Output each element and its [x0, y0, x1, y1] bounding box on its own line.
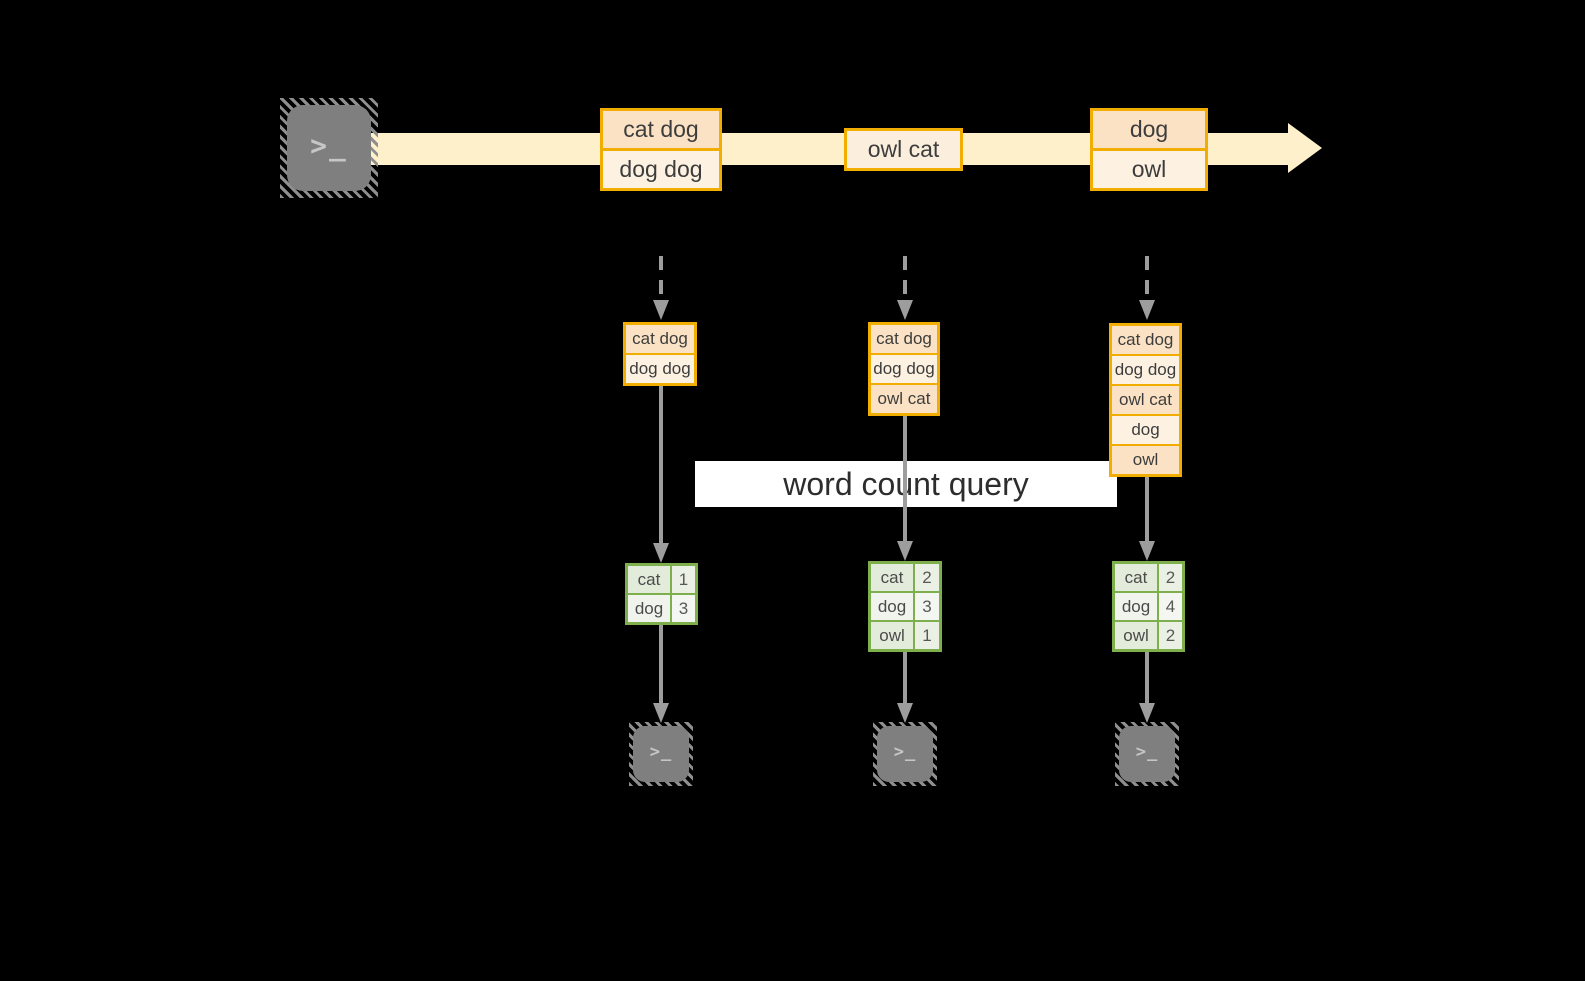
batch-row: owl cat	[847, 131, 960, 168]
count-cell: 3	[670, 595, 695, 622]
wordcount-table-2: cat 2 dog 3 owl 1	[868, 561, 942, 652]
arrow-head-icon	[1139, 541, 1155, 561]
prompt-glyph: >_	[1135, 742, 1159, 762]
table-row: owl 2	[1115, 620, 1182, 649]
count-cell: 1	[670, 566, 695, 593]
prompt-glyph: >_	[893, 742, 917, 762]
batch-row: owl	[1093, 148, 1205, 188]
table-row: cat 2	[871, 564, 939, 591]
table-row: cat 1	[628, 566, 695, 593]
word-cell: dog	[1115, 593, 1157, 620]
terminal-body: >_	[877, 726, 933, 782]
count-cell: 3	[913, 593, 939, 620]
count-cell: 1	[913, 622, 939, 649]
count-cell: 2	[913, 564, 939, 591]
word-cell: cat	[871, 564, 913, 591]
word-cell: cat	[628, 566, 670, 593]
count-cell: 4	[1157, 593, 1182, 620]
dashed-arrow	[1145, 256, 1149, 302]
wordcount-table-1: cat 1 dog 3	[625, 563, 698, 625]
word-cell: cat	[1115, 564, 1157, 591]
batch-row: dog dog	[603, 148, 719, 188]
state-row: dog dog	[871, 353, 937, 383]
prompt-glyph: >_	[310, 128, 348, 162]
wordcount-table-3: cat 2 dog 4 owl 2	[1112, 561, 1185, 652]
state-box-3: cat dog dog dog owl cat dog owl	[1109, 323, 1182, 477]
terminal-body: >_	[633, 726, 689, 782]
terminal-sink-icon: >_	[1115, 722, 1179, 786]
batch-box-1: cat dog dog dog	[600, 108, 722, 191]
connector-line	[1145, 652, 1149, 703]
word-cell: owl	[1115, 622, 1157, 649]
terminal-sink-icon: >_	[873, 722, 937, 786]
dashed-arrow	[903, 256, 907, 302]
state-row: cat dog	[1112, 326, 1179, 354]
connector-line	[903, 652, 907, 703]
terminal-source-icon: >_	[280, 98, 378, 198]
arrow-head-icon	[653, 543, 669, 563]
connector-line	[1145, 475, 1149, 541]
terminal-body: >_	[1119, 726, 1175, 782]
arrow-head-icon	[897, 541, 913, 561]
batch-box-2: owl cat	[844, 128, 963, 171]
batch-box-3: dog owl	[1090, 108, 1208, 191]
state-row: dog	[1112, 414, 1179, 444]
terminal-body: >_	[287, 105, 371, 191]
arrow-head-icon	[897, 703, 913, 723]
count-cell: 2	[1157, 564, 1182, 591]
arrow-head-icon	[1139, 300, 1155, 320]
word-cell: dog	[871, 593, 913, 620]
stream-arrow-head-icon	[1288, 123, 1322, 173]
state-row: dog dog	[626, 353, 694, 383]
batch-row: cat dog	[603, 111, 719, 148]
connector-line	[659, 385, 663, 543]
table-row: dog 3	[628, 593, 695, 622]
state-row: dog dog	[1112, 354, 1179, 384]
connector-line	[903, 414, 907, 541]
table-row: cat 2	[1115, 564, 1182, 591]
arrow-head-icon	[653, 703, 669, 723]
word-cell: owl	[871, 622, 913, 649]
arrow-head-icon	[897, 300, 913, 320]
state-row: cat dog	[871, 325, 937, 353]
prompt-glyph: >_	[649, 742, 673, 762]
arrow-head-icon	[653, 300, 669, 320]
arrow-head-icon	[1139, 703, 1155, 723]
connector-line	[659, 625, 663, 703]
state-box-2: cat dog dog dog owl cat	[868, 322, 940, 416]
state-box-1: cat dog dog dog	[623, 322, 697, 386]
state-row: owl cat	[1112, 384, 1179, 414]
word-cell: dog	[628, 595, 670, 622]
state-row: owl	[1112, 444, 1179, 474]
terminal-sink-icon: >_	[629, 722, 693, 786]
table-row: owl 1	[871, 620, 939, 649]
count-cell: 2	[1157, 622, 1182, 649]
dashed-arrow	[659, 256, 663, 302]
table-row: dog 4	[1115, 591, 1182, 620]
state-row: owl cat	[871, 383, 937, 413]
state-row: cat dog	[626, 325, 694, 353]
table-row: dog 3	[871, 591, 939, 620]
batch-row: dog	[1093, 111, 1205, 148]
